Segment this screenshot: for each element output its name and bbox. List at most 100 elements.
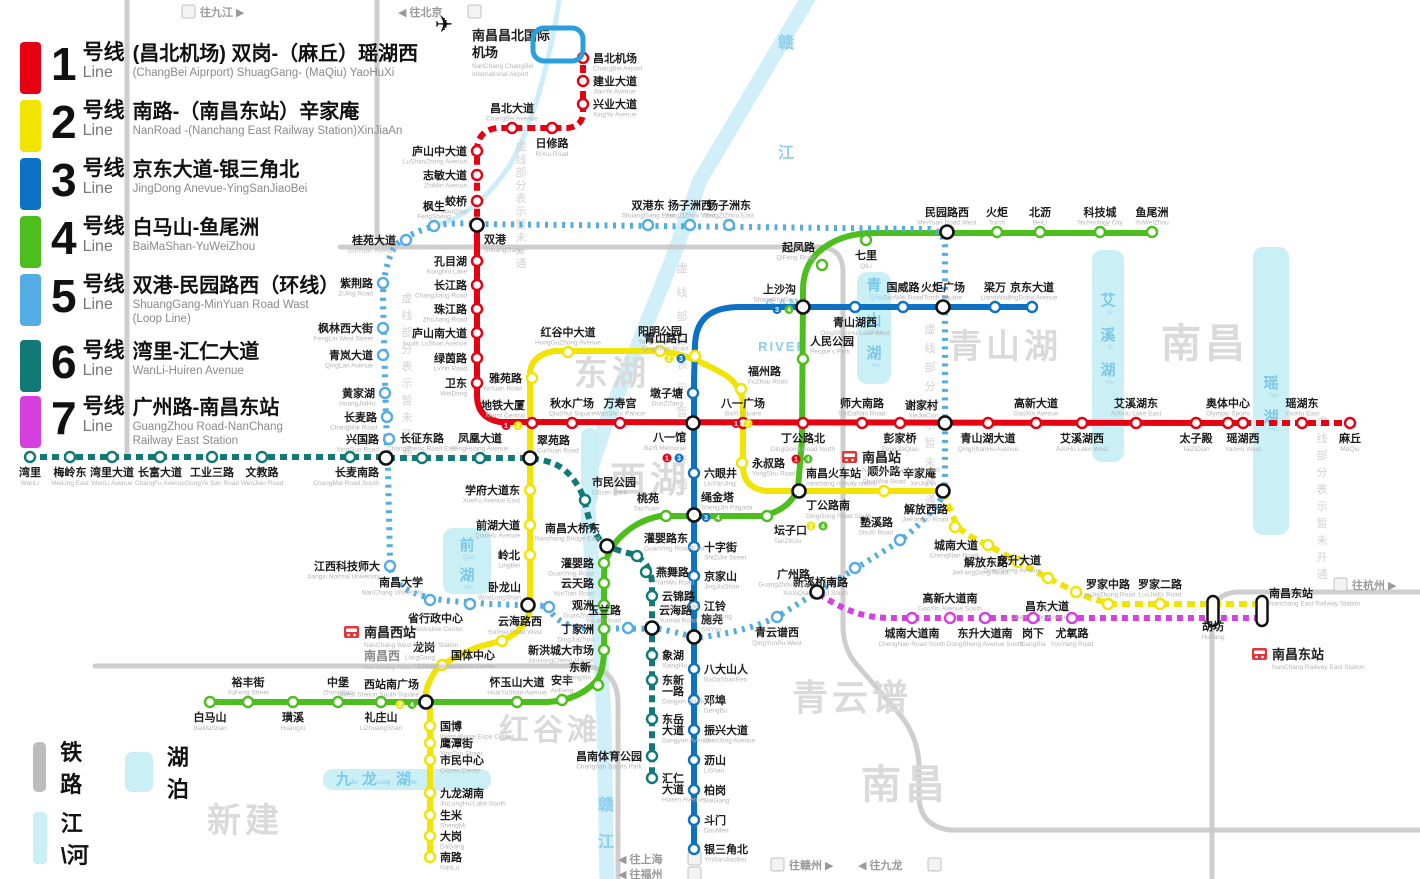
airport-name: 机场 xyxy=(472,45,498,60)
transfer-station-dot xyxy=(939,224,955,240)
airplane-icon: ✈ xyxy=(435,12,453,37)
station-name: 京东大道 xyxy=(1010,280,1054,294)
station-name: 龙岗 xyxy=(412,640,435,654)
station-dot xyxy=(525,416,539,430)
station-name-en: JiuLongHu Lake South xyxy=(440,801,506,808)
station-dot xyxy=(463,597,477,611)
station-name-en: nanchang railway station xyxy=(806,481,878,488)
station-dot xyxy=(423,719,437,733)
railway-station-name: 南昌站 xyxy=(862,450,901,465)
station-name-en: QingShanHu Lake West xyxy=(820,330,890,337)
station-name-en: DongSheng Avenue South xyxy=(947,641,1024,648)
station-name: 枫生 xyxy=(423,199,445,213)
station-name-en: XingGuo Road xyxy=(336,447,379,454)
station-name: 青山湖大道 xyxy=(961,431,1016,445)
station-name-en: HongGuZhong Avenue xyxy=(535,340,601,347)
station-dot xyxy=(686,386,700,400)
watermark-text: 分 xyxy=(925,380,936,393)
station-name: 新洪城大市场 xyxy=(528,643,594,657)
station-name-en: ShengMi xyxy=(440,823,466,830)
station-name: 生米 xyxy=(440,808,463,822)
watermark-text: 部 xyxy=(516,165,527,179)
station-name: 国威路 xyxy=(887,280,921,294)
line-1-color-swatch xyxy=(20,42,41,94)
badge-number: 3 xyxy=(704,515,708,522)
station-name-en: FengLin West Street xyxy=(314,336,373,343)
station-name-en: ZhuJiang Road xyxy=(423,317,467,324)
station-dot xyxy=(639,565,653,579)
station-name: 卫东 xyxy=(445,376,467,390)
station-name-en: International Expo Center xyxy=(440,734,515,741)
station-name-en: QingShan Road xyxy=(642,346,689,353)
legend-line-number: 5 xyxy=(51,270,77,322)
station-name-en: DingJiaZhou xyxy=(558,637,595,644)
station-dot xyxy=(470,302,484,316)
legend-title-en: ShuangGang-MinYuan Road Wast xyxy=(132,299,309,311)
badge-number: 4 xyxy=(806,457,810,464)
station-name: 青山路口 xyxy=(644,331,688,345)
station-dot xyxy=(645,589,659,603)
line-5-segment xyxy=(380,220,948,641)
legend-title-en: JingDong Anevue-YingSanJiaoBei xyxy=(132,183,308,195)
station-name: 青云谱西 xyxy=(755,625,799,639)
station-name-en: DingGong Road North xyxy=(771,446,836,453)
station-name: 瑶湖东 xyxy=(1286,396,1319,410)
station-name-en: XinHongCheng Market xyxy=(528,658,594,665)
station-dot xyxy=(470,144,484,158)
station-dot xyxy=(1221,416,1235,430)
railway-direction-label: ◀ 往上海 xyxy=(618,852,663,866)
station-name: 艾溪湖东 xyxy=(1114,396,1158,410)
district-label: 青云谱 xyxy=(792,677,912,718)
station-name-en: ZhenXing Avenue xyxy=(704,738,756,745)
watermark-text: 分 xyxy=(677,334,688,347)
station-name-en: BaDaShanRen xyxy=(704,677,748,684)
line-2-badge-icon xyxy=(513,421,523,430)
district-layer: 东湖西湖青山湖南昌青云谱南昌红谷滩新建 xyxy=(207,322,1245,840)
station-dot xyxy=(523,518,537,532)
station-name: 工业三路 xyxy=(190,465,235,479)
legend-line-en: Line xyxy=(82,122,113,139)
station-dot xyxy=(597,622,611,636)
watermark-text: 开 xyxy=(402,429,413,441)
station-name: 八一馆 xyxy=(652,430,686,444)
station-name: 紫荆路 xyxy=(340,276,374,290)
station-dot xyxy=(23,450,37,464)
station-name-en: ShiZiJie Street xyxy=(704,555,746,562)
station-name-en: Metro Central xyxy=(486,413,526,420)
station-dot xyxy=(1011,555,1025,569)
transfer-station-dot xyxy=(599,538,615,554)
station-dot xyxy=(859,233,873,247)
station-name: 日修路 xyxy=(536,136,570,150)
station-name-en: DouMen xyxy=(704,828,729,835)
railway-line xyxy=(337,244,1420,833)
station-name-en: JingJiaShan xyxy=(704,584,740,591)
station-dot xyxy=(423,786,437,800)
station-dot xyxy=(423,753,437,767)
station-name-en: DongXin xyxy=(566,675,591,682)
station-dot xyxy=(597,556,611,570)
station-name: 新溪桥南路 xyxy=(793,575,849,589)
station-dot xyxy=(770,610,784,624)
line-4-badge-icon xyxy=(818,521,828,531)
river-label: 江 xyxy=(598,833,616,851)
train-icon xyxy=(1254,650,1265,654)
station-name: 灌婴路 xyxy=(561,556,595,570)
legend-line-en: Line xyxy=(82,180,113,197)
transfer-station-dot xyxy=(686,629,702,645)
station-name: 岭北 xyxy=(498,548,520,562)
railway-badge-icon xyxy=(927,857,942,872)
station-dot xyxy=(905,611,919,625)
station-name: 塾溪路 xyxy=(860,515,894,529)
